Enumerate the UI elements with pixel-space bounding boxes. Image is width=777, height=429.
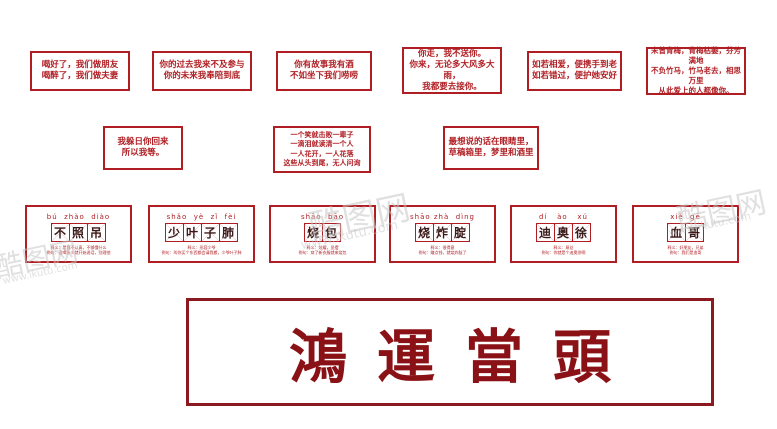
slang-card-6: xiě gē 血 哥 释义：好朋友，兄弟 例句：我们是血哥 xyxy=(632,205,739,263)
quote-card-4: 你走，我不送你。 你来，无论多大风多大雨， 我都要去接你。 xyxy=(402,47,502,94)
slang-card-1: bú zhào diào 不 照 吊 释义：是我不认真，不够懂什么 例句：没喝多… xyxy=(25,205,132,263)
quote-card-2: 你的过去我来不及参与 你的未来我奉陪到底 xyxy=(152,51,252,91)
quote-card-7: 我躲日你回来 所以我等。 xyxy=(103,126,183,170)
quote-card-1: 喝好了，我们做朋友 喝醉了，我们做夫妻 xyxy=(30,51,130,91)
character-cell: 包 xyxy=(321,223,341,242)
pinyin-label: bú zhào diào xyxy=(46,213,111,221)
character-grid: 烧 炸 腚 xyxy=(414,223,470,242)
quote-card-9: 最想说的话在眼睛里， 草稿箱里，梦里和酒里 xyxy=(443,126,539,170)
character-cell: 炸 xyxy=(432,223,452,242)
slang-card-5: dí ào xú 迪 奥 徐 释义：屌丝 例句：你就是个迪奥徐啊 xyxy=(510,205,617,263)
quote-text: 一个笑就击败一辈子 一滴泪就读清一个人 一人花开，一人花落 这些从头到尾，无人问… xyxy=(283,130,361,168)
character-cell: 肺 xyxy=(218,223,238,242)
definition-note: 释义：很得意 例句：赚点钱，就烧炸腚了 xyxy=(418,245,467,255)
character-grid: 烧 包 xyxy=(303,223,341,242)
character-cell: 照 xyxy=(68,223,88,242)
definition-note: 释义：形容少爷 例句：叫你买个东西都会请我搬，少爷叶子肺 xyxy=(161,245,242,255)
character-cell: 腚 xyxy=(450,223,470,242)
quote-text: 你有故事我有酒 不如坐下我们唠唠 xyxy=(289,60,358,81)
quote-card-3: 你有故事我有酒 不如坐下我们唠唠 xyxy=(276,51,372,91)
character-cell: 不 xyxy=(50,223,70,242)
quote-card-5: 如若相爱，便携手到老 如若错过，便护她安好 xyxy=(527,51,622,91)
quote-card-6: 未曾青梅，青梅枯萎，芬芳满地 不负竹马，竹马老去，相思万里 从此爱上的人都像你。 xyxy=(646,46,746,95)
character-cell: 哥 xyxy=(684,223,704,242)
slang-card-3: shāo bāo 烧 包 释义：炫耀，显摆 例句：穿了新衣服就来烧包 xyxy=(269,205,376,263)
definition-note: 释义：屌丝 例句：你就是个迪奥徐啊 xyxy=(541,245,586,255)
character-cell: 徐 xyxy=(571,223,591,242)
quote-text: 如若相爱，便携手到老 如若错过，便护她安好 xyxy=(531,60,617,81)
watermark-url: www.ikutu.com xyxy=(1,260,79,287)
character-cell: 吊 xyxy=(86,223,106,242)
quote-text: 你的过去我来不及参与 你的未来我奉陪到底 xyxy=(159,60,245,81)
pinyin-label: dí ào xú xyxy=(539,213,588,221)
character-cell: 子 xyxy=(200,223,220,242)
character-grid: 少 叶 子 肺 xyxy=(164,223,238,242)
character-cell: 烧 xyxy=(303,223,323,242)
character-cell: 少 xyxy=(164,223,184,242)
character-cell: 奥 xyxy=(553,223,573,242)
quote-text: 未曾青梅，青梅枯萎，芬芳满地 不负竹马，竹马老去，相思万里 从此爱上的人都像你。 xyxy=(651,46,741,95)
definition-note: 释义：好朋友，兄弟 例句：我们是血哥 xyxy=(667,245,704,255)
lucky-banner: 鴻運當頭 xyxy=(186,298,714,406)
pinyin-label: shāo bāo xyxy=(300,213,345,221)
slang-card-2: shǎo yè zǐ fèi 少 叶 子 肺 释义：形容少爷 例句：叫你买个东西… xyxy=(148,205,255,263)
character-cell: 血 xyxy=(666,223,686,242)
slang-card-4: shāo zhà dìng 烧 炸 腚 释义：很得意 例句：赚点钱，就烧炸腚了 xyxy=(389,205,496,263)
character-cell: 迪 xyxy=(535,223,555,242)
quote-text: 你走，我不送你。 你来，无论多大风多大雨， 我都要去接你。 xyxy=(409,48,495,92)
quote-text: 最想说的话在眼睛里， 草稿箱里，梦里和酒里 xyxy=(448,137,534,158)
definition-note: 释义：是我不认真，不够懂什么 例句：没喝多少就开始说话，别理他 xyxy=(46,245,111,255)
character-grid: 血 哥 xyxy=(666,223,704,242)
pinyin-label: shǎo yè zǐ fèi xyxy=(166,213,237,221)
character-grid: 迪 奥 徐 xyxy=(535,223,591,242)
pinyin-label: xiě gē xyxy=(670,213,701,221)
character-cell: 烧 xyxy=(414,223,434,242)
character-grid: 不 照 吊 xyxy=(50,223,106,242)
quote-text: 喝好了，我们做朋友 喝醉了，我们做夫妻 xyxy=(41,60,119,81)
pinyin-label: shāo zhà dìng xyxy=(410,213,475,221)
definition-note: 释义：炫耀，显摆 例句：穿了新衣服就来烧包 xyxy=(298,245,347,255)
character-cell: 叶 xyxy=(182,223,202,242)
quote-text: 我躲日你回来 所以我等。 xyxy=(117,137,169,158)
quote-card-8: 一个笑就击败一辈子 一滴泪就读清一个人 一人花开，一人花落 这些从头到尾，无人问… xyxy=(273,126,371,173)
banner-text: 鴻運當頭 xyxy=(288,323,641,391)
